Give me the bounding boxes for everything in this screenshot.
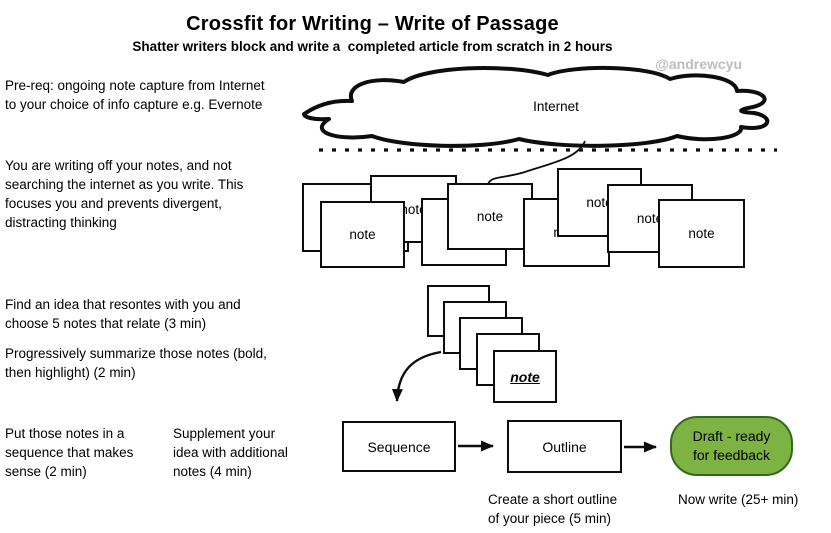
draft-caption: Now write (25+ min) — [678, 492, 799, 507]
summarize-note: Progressively summarize those notes (bol… — [5, 346, 267, 380]
internet-cloud-label: Internet — [533, 99, 579, 114]
stack-to-sequence-arrow — [391, 350, 442, 402]
stack-front-card: note — [493, 350, 557, 403]
sequence-tip-note: Put those notes in a sequence that makes… — [5, 426, 134, 479]
outline-caption: Create a short outline of your piece (5 … — [488, 492, 618, 526]
writing-off-note: You are writing off your notes, and not … — [5, 158, 244, 230]
page-title: Crossfit for Writing – Write of Passage — [186, 13, 559, 35]
cloud-to-notes-connector — [487, 140, 586, 185]
sequence-node: Sequence — [342, 421, 456, 472]
attribution: @andrewcyu — [655, 56, 742, 72]
note-card: note — [658, 199, 745, 268]
prereq-note: Pre-req: ongoing note capture from Inter… — [5, 78, 265, 112]
outline-node: Outline — [507, 420, 622, 473]
note-card: note — [447, 183, 533, 250]
draft-node: Draft - ready for feedback — [670, 416, 793, 476]
page-subtitle: Shatter writers block and write a comple… — [132, 39, 613, 54]
internet-cloud-shape — [302, 65, 770, 148]
note-card: note — [320, 201, 405, 268]
find-idea-note: Find an idea that resontes with you and … — [5, 297, 241, 331]
supplement-tip-note: Supplement your idea with additional not… — [173, 426, 288, 479]
